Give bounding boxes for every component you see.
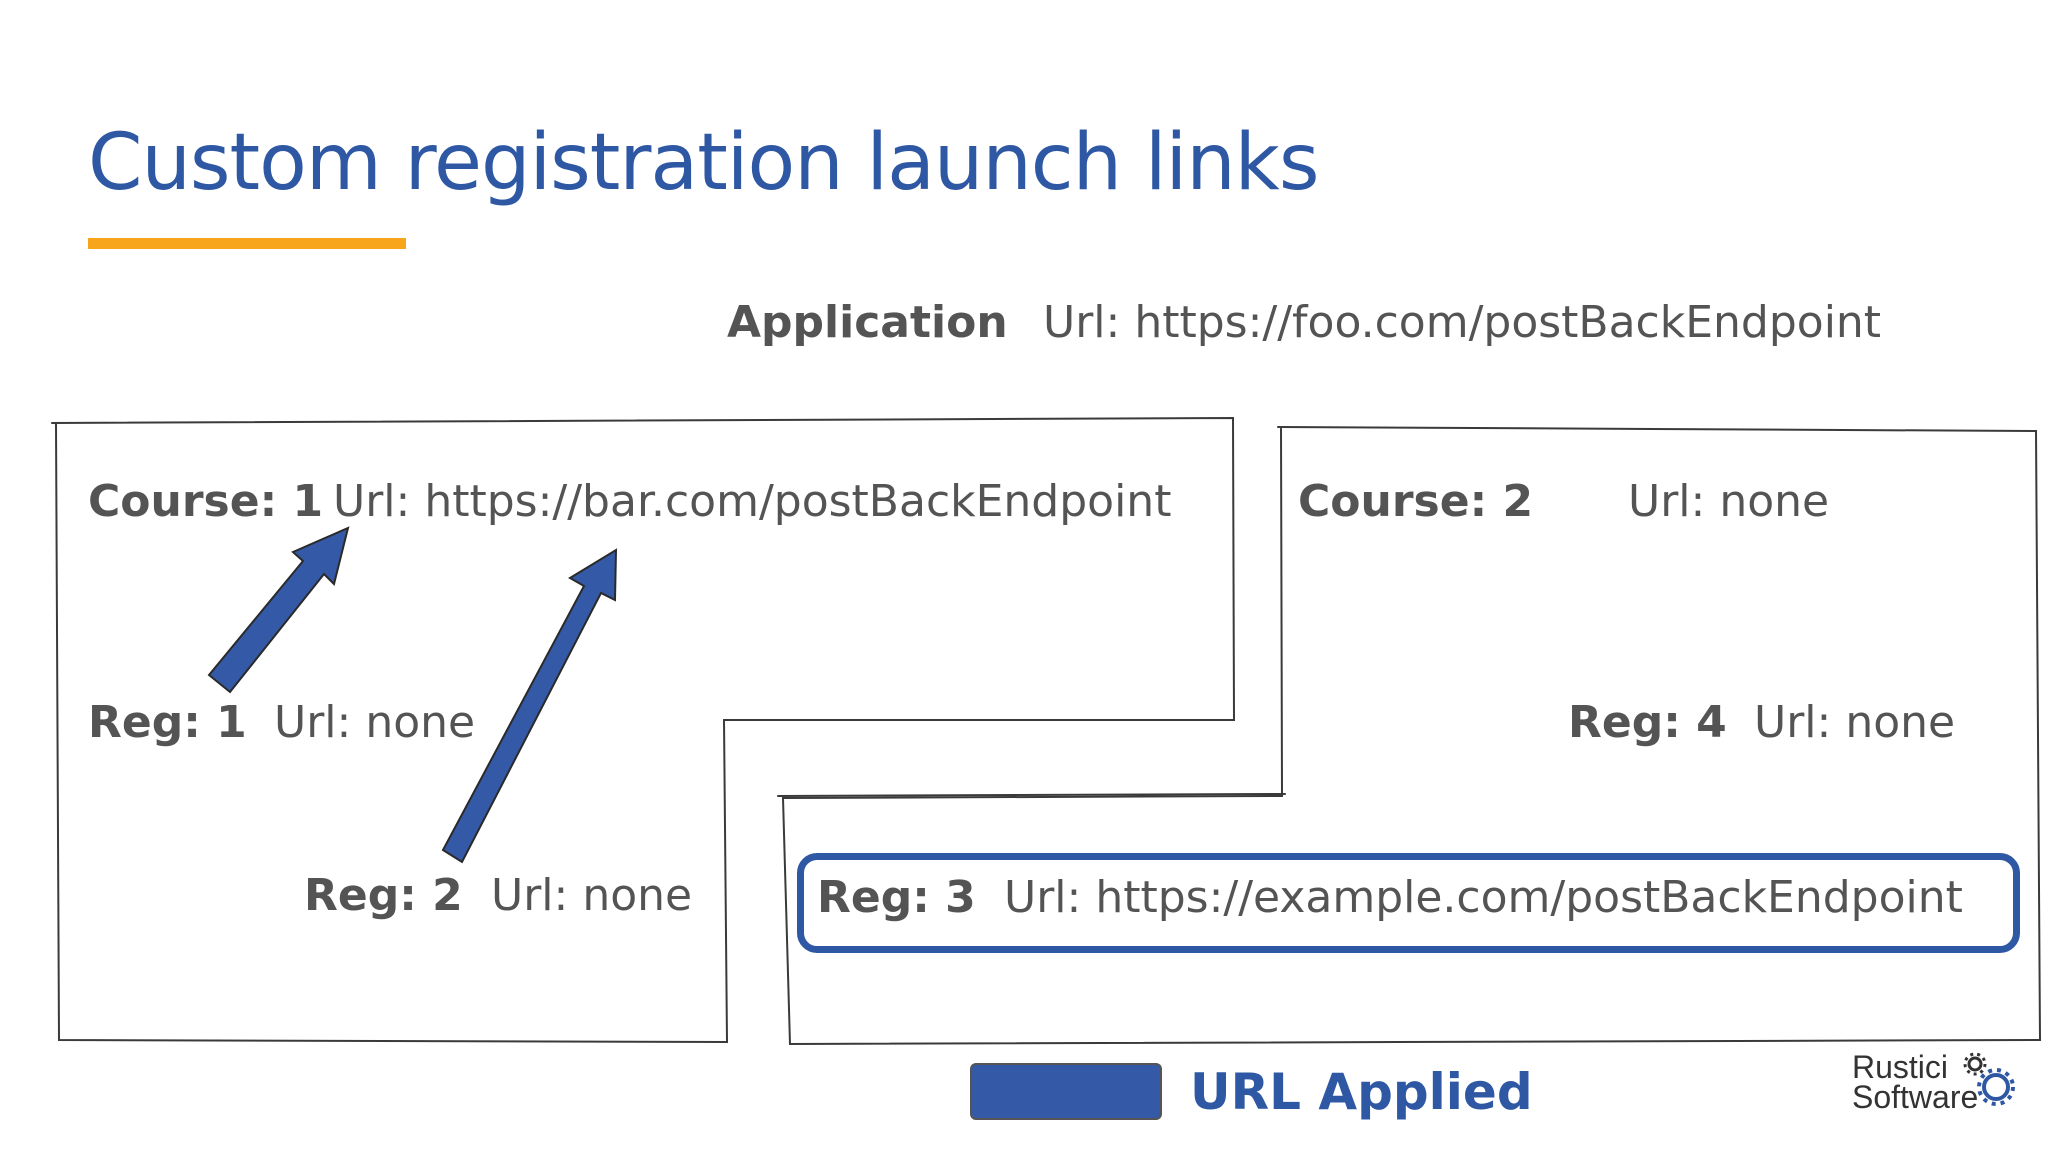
- logo-line2: Software: [1852, 1079, 1979, 1115]
- course1-url: Url: https://bar.com/postBackEndpoint: [333, 476, 1172, 527]
- course2-label: Course: 2: [1298, 476, 1534, 527]
- reg3-highlight-box: [797, 853, 2020, 953]
- legend-swatch: [970, 1063, 1162, 1120]
- reg2-label: Reg: 2: [304, 870, 463, 921]
- reg4-label: Reg: 4: [1568, 697, 1727, 748]
- course2-region-inner-line: [777, 793, 1286, 797]
- course1-label: Course: 1: [88, 476, 324, 527]
- legend-label: URL Applied: [1190, 1063, 1533, 1121]
- reg1-label: Reg: 1: [88, 697, 247, 748]
- course2-region-outline: [781, 426, 2042, 1046]
- course1-region-outline: [51, 416, 1236, 1044]
- application-label: Application: [727, 297, 1008, 348]
- title-underline: [88, 238, 406, 249]
- arrow-reg1-to-course1: [207, 526, 350, 694]
- reg3-url: Url: https://example.com/postBackEndpoin…: [1004, 872, 1963, 923]
- application-url: Url: https://foo.com/postBackEndpoint: [1043, 297, 1882, 348]
- arrow-reg2-to-course1: [441, 548, 618, 864]
- reg4-url: Url: none: [1754, 697, 1956, 748]
- reg1-url: Url: none: [274, 697, 476, 748]
- slide-title: Custom registration launch links: [88, 118, 1319, 208]
- course2-url: Url: none: [1628, 476, 1830, 527]
- logo-line1: Rustici: [1852, 1049, 1949, 1085]
- company-logo: Rustici Software: [1852, 1049, 1979, 1115]
- reg3-label: Reg: 3: [817, 872, 976, 923]
- reg2-url: Url: none: [491, 870, 693, 921]
